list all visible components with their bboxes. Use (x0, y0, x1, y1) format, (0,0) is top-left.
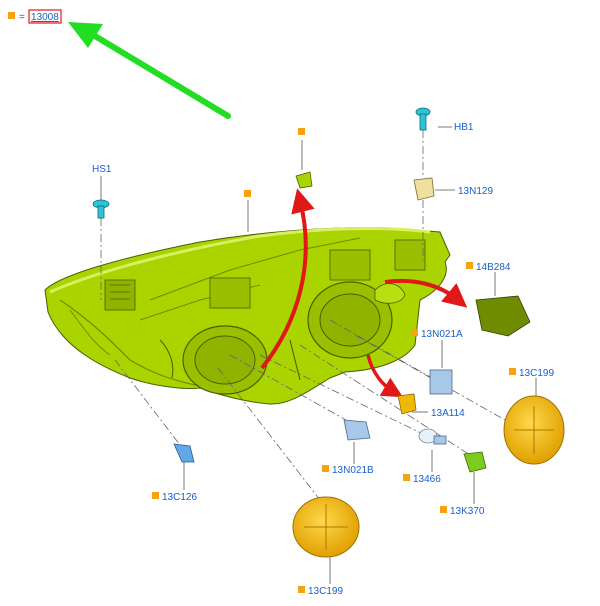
callout-square-13c199-bottom (298, 586, 305, 593)
callout-square-housing (244, 190, 251, 197)
label-13n129[interactable]: 13N129 (458, 186, 493, 197)
dash-13n021b (229, 354, 356, 426)
header-equals: = (19, 12, 25, 23)
assembly-ref-link[interactable]: 13008 (31, 12, 59, 23)
green-arrow-head (68, 22, 103, 48)
label-hb1[interactable]: HB1 (454, 122, 474, 133)
13a114-part (397, 393, 417, 415)
label-13k370[interactable]: 13K370 (450, 506, 485, 517)
red-arrow-14b284 (384, 278, 468, 308)
label-13c126[interactable]: 13C126 (162, 492, 197, 503)
label-14b284[interactable]: 14B284 (476, 262, 511, 273)
label-13c199-right[interactable]: 13C199 (519, 368, 554, 379)
hs1-screw (92, 199, 110, 219)
callout-square-13466 (403, 474, 410, 481)
13k370-part (463, 451, 487, 473)
red-arrow-clip (260, 188, 315, 370)
callout-square-13c126 (152, 492, 159, 499)
hb1-screw (415, 107, 431, 131)
label-13n021a[interactable]: 13N021A (421, 329, 463, 340)
green-arrow-shaft (92, 33, 231, 119)
label-hs1[interactable]: HS1 (92, 164, 112, 175)
dash-13c126 (114, 359, 181, 446)
label-13466[interactable]: 13466 (413, 474, 441, 485)
dash-13466 (259, 354, 426, 436)
13c199-right-cover-cross (514, 406, 554, 454)
callout-square-13n021a (411, 329, 418, 336)
callout-square-14b284 (466, 262, 473, 269)
label-13c199-bottom[interactable]: 13C199 (308, 586, 343, 597)
callout-square-13c199-right (509, 368, 516, 375)
dash-13n021a (329, 319, 433, 379)
top-clip (295, 171, 313, 189)
dash-13c199-bottom (217, 367, 321, 501)
13c199-bottom-cover-cross (304, 504, 348, 550)
red-arrow-13a114 (366, 354, 404, 398)
callout-square-13n021b (322, 465, 329, 472)
callout-square-top-clip (298, 128, 305, 135)
dash-13k370 (299, 344, 471, 456)
label-13a114[interactable]: 13A114 (431, 408, 465, 419)
13c126-part (173, 443, 195, 463)
13n021a-holder (429, 369, 453, 395)
13n129-bracket (413, 177, 435, 201)
callout-square-13k370 (440, 506, 447, 513)
13n021b-part (343, 419, 371, 441)
headlamp-housing (44, 227, 451, 405)
assembly-ref-box (28, 9, 62, 24)
label-13n021b[interactable]: 13N021B (332, 465, 374, 476)
header-callout-square (8, 12, 15, 19)
13466-bulb (418, 428, 447, 445)
14b284-module (475, 295, 531, 337)
